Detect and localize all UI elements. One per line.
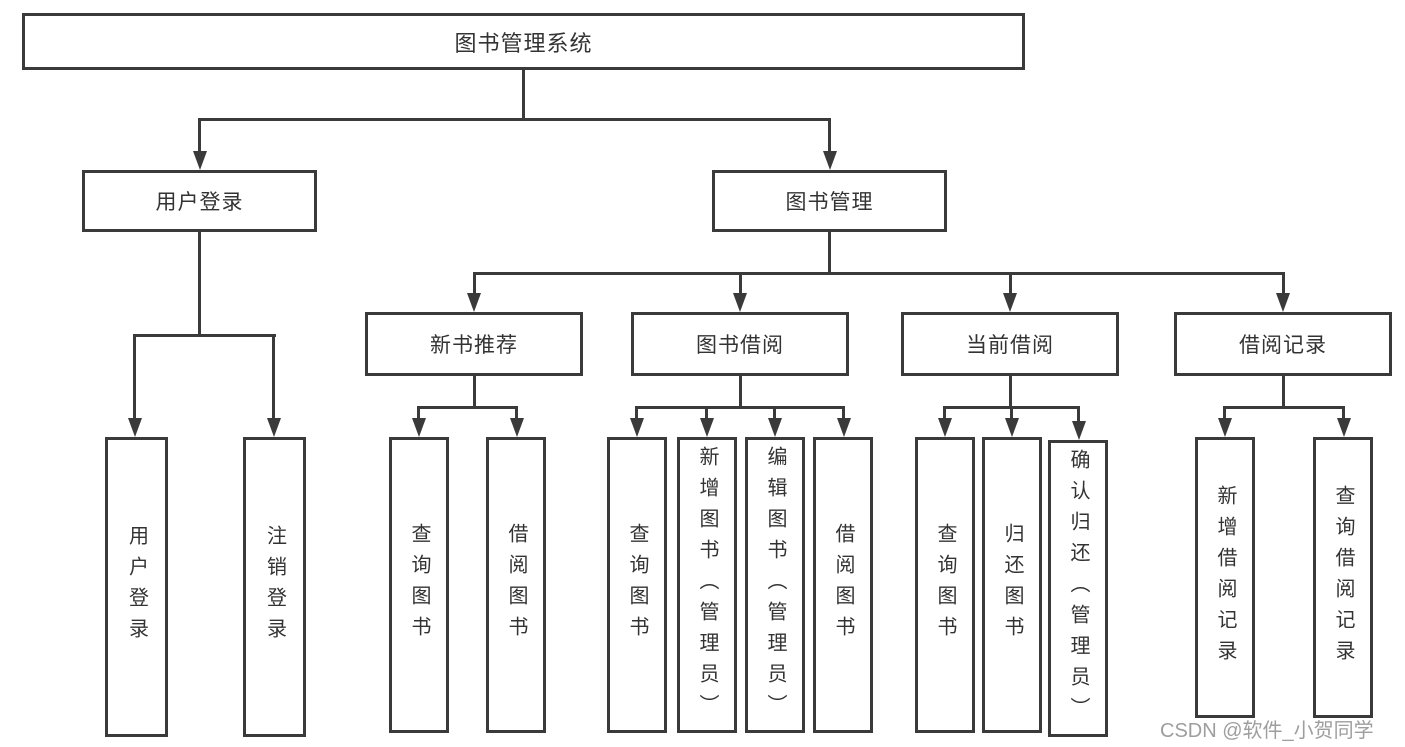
connector-root-horizontal	[198, 118, 831, 121]
connector-group-horizontal	[635, 406, 845, 409]
connector-shaft	[842, 406, 845, 420]
node-edit-book-admin: 编辑图书（管理员）	[745, 437, 805, 733]
connector-shaft	[739, 272, 742, 296]
arrow-down-icon	[412, 418, 426, 437]
connector-shaft	[272, 334, 275, 420]
connector-group-vertical	[739, 376, 742, 409]
node-book-borrow: 图书借阅	[631, 312, 849, 376]
node-query-borrow-record: 查询借阅记录	[1313, 437, 1373, 718]
connector-group-vertical	[473, 376, 476, 409]
node-new-book-recommend: 新书推荐	[365, 312, 583, 376]
arrow-down-icon	[1072, 421, 1086, 440]
arrow-down-icon	[193, 151, 207, 170]
node-confirm-return-admin: 确认归还（管理员）	[1048, 440, 1108, 737]
node-query-books: 查询图书	[915, 437, 975, 733]
connector-shaft	[473, 272, 476, 296]
connector-shaft	[417, 406, 420, 420]
arrow-down-icon	[837, 418, 851, 437]
arrow-down-icon	[700, 418, 714, 437]
arrow-down-icon	[510, 418, 524, 437]
node-query-books: 查询图书	[389, 437, 449, 733]
arrow-down-icon	[1276, 293, 1290, 312]
connector-shaft-book-management	[828, 118, 831, 154]
arrow-down-icon	[128, 418, 142, 437]
connector-user-login-vertical	[198, 232, 201, 337]
node-library-management-system: 图书管理系统	[22, 13, 1025, 70]
csdn-watermark: CSDN @软件_小贺同学	[1160, 720, 1374, 742]
node-query-books: 查询图书	[607, 437, 667, 733]
connector-user-login-horizontal	[133, 334, 276, 337]
arrow-down-icon	[823, 151, 837, 170]
connector-shaft	[773, 406, 776, 420]
arrow-down-icon	[1218, 418, 1232, 437]
node-logout: 注销登录	[243, 437, 306, 737]
arrow-down-icon	[1005, 418, 1019, 437]
node-add-borrow-record: 新增借阅记录	[1195, 437, 1255, 718]
connector-shaft	[133, 334, 136, 420]
node-borrow-books: 借阅图书	[813, 437, 873, 733]
node-current-borrow: 当前借阅	[901, 312, 1119, 376]
arrow-down-icon	[630, 418, 644, 437]
arrow-down-icon	[768, 418, 782, 437]
connector-shaft	[705, 406, 708, 420]
connector-group-horizontal	[1223, 406, 1345, 409]
connector-shaft	[943, 406, 946, 420]
connector-shaft	[1223, 406, 1226, 420]
connector-book-mgmt-vertical	[828, 232, 831, 274]
arrow-down-icon	[267, 418, 281, 437]
node-add-book-admin: 新增图书（管理员）	[677, 437, 737, 733]
connector-shaft-user-login	[198, 118, 201, 154]
node-return-books: 归还图书	[982, 437, 1042, 733]
arrow-down-icon	[733, 293, 747, 312]
node-borrow-records: 借阅记录	[1174, 312, 1392, 376]
node-user-login: 用户登录	[82, 170, 317, 232]
connector-root-vertical	[522, 70, 525, 119]
connector-shaft	[1010, 406, 1013, 420]
arrow-down-icon	[1337, 418, 1351, 437]
connector-book-mgmt-horizontal	[473, 272, 1284, 275]
node-borrow-books: 借阅图书	[486, 437, 546, 733]
connector-shaft	[635, 406, 638, 420]
connector-group-horizontal	[417, 406, 518, 409]
connector-shaft	[1077, 406, 1080, 423]
connector-group-vertical	[1009, 376, 1012, 409]
arrow-down-icon	[1003, 293, 1017, 312]
arrow-down-icon	[467, 293, 481, 312]
connector-shaft	[515, 406, 518, 420]
node-do-user-login: 用户登录	[105, 437, 168, 737]
arrow-down-icon	[938, 418, 952, 437]
connector-group-vertical	[1282, 376, 1285, 409]
connector-shaft	[1009, 272, 1012, 296]
connector-shaft	[1342, 406, 1345, 420]
node-book-management: 图书管理	[712, 170, 947, 232]
connector-shaft	[1282, 272, 1285, 296]
